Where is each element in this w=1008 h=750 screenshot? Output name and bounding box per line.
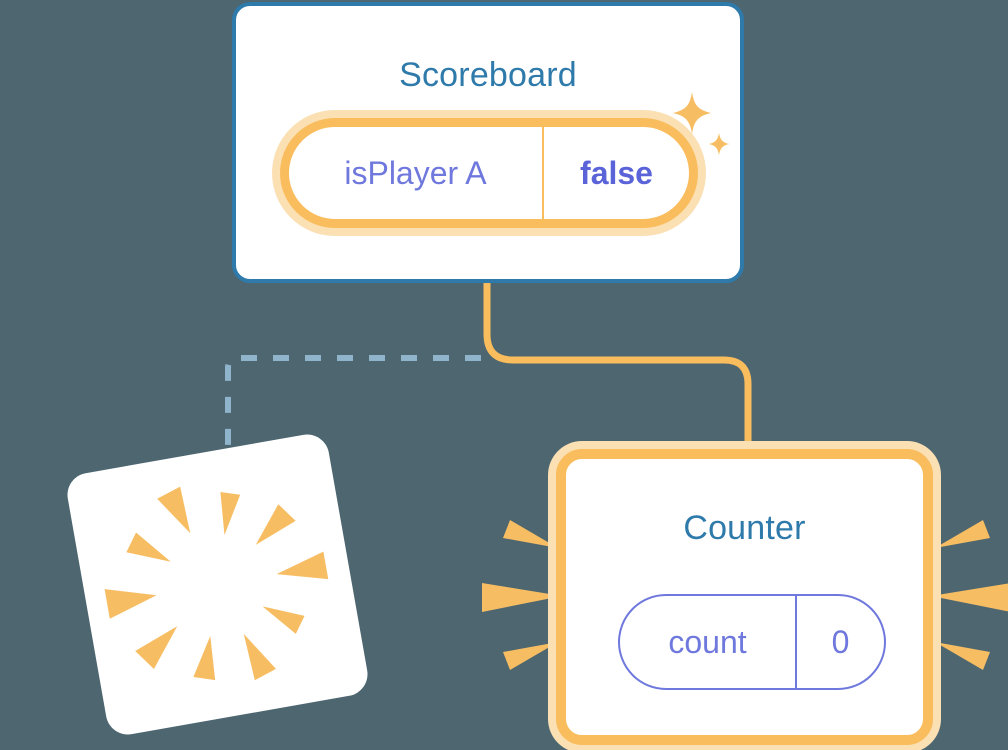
scoreboard-state-value: false xyxy=(542,127,689,219)
counter-burst-right-icon xyxy=(931,520,1008,670)
counter-state-value: 0 xyxy=(795,596,884,688)
connector-scoreboard-to-counter xyxy=(483,283,752,462)
scoreboard-state-pill[interactable]: isPlayer A false xyxy=(280,118,698,228)
counter-title: Counter xyxy=(683,509,806,547)
counter-burst-left-icon xyxy=(482,520,562,670)
ghost-card[interactable] xyxy=(64,431,371,738)
counter-state-pill[interactable]: count 0 xyxy=(618,594,886,690)
counter-state-key: count xyxy=(668,623,747,660)
radial-burst-icon xyxy=(104,486,329,681)
scoreboard-title: Scoreboard xyxy=(399,56,577,94)
scoreboard-card[interactable]: Scoreboard isPlayer A false xyxy=(232,2,744,283)
scoreboard-state-key: isPlayer A xyxy=(344,154,487,191)
counter-card[interactable]: Counter count 0 xyxy=(556,449,933,745)
